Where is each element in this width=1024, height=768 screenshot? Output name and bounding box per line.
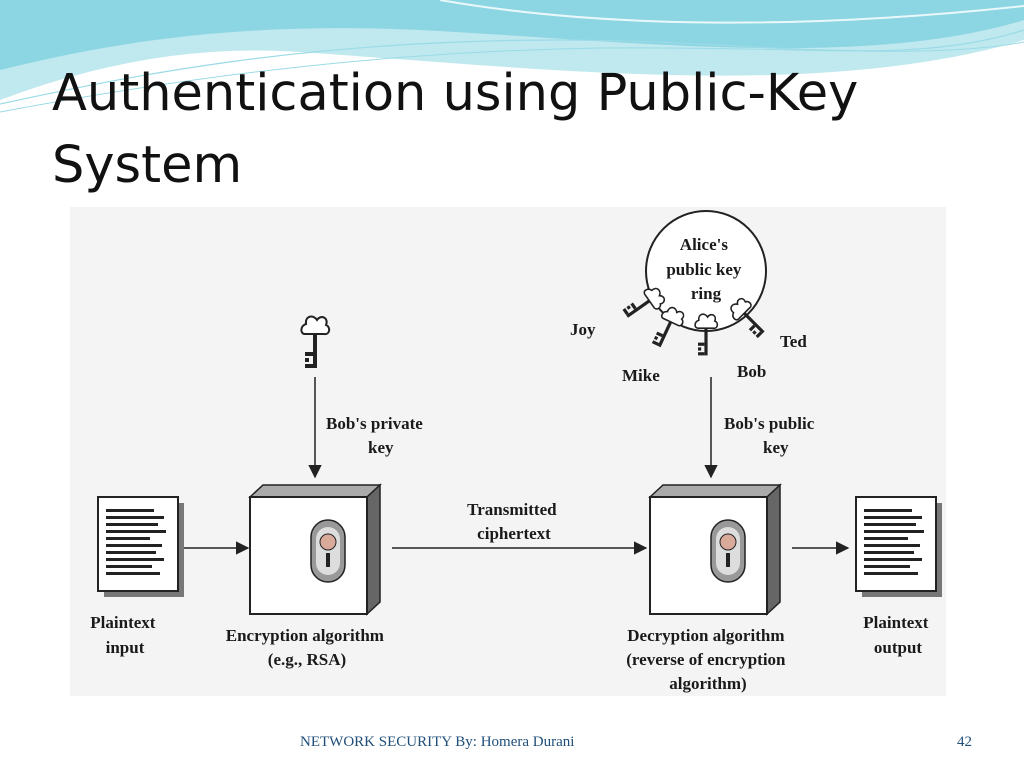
authentication-diagram: Alice's public key ring Joy Mike Bob Ted… (90, 210, 942, 693)
ring-key-ted-label: Ted (780, 332, 807, 351)
plaintext-output-label: Plaintext output (863, 613, 932, 657)
key-ring-label: Alice's public key ring (666, 235, 745, 303)
private-key-icon (300, 315, 331, 369)
encryption-box (248, 483, 382, 616)
mike-key-icon (648, 303, 688, 353)
ring-key-mike-label: Mike (622, 366, 660, 385)
slide-title: Authentication using Public-Key System (52, 58, 992, 202)
ring-key-bob-label: Bob (737, 362, 766, 381)
encryption-label: Encryption algorithm (e.g., RSA) (226, 626, 388, 669)
decryption-lock-icon (710, 519, 746, 583)
encryption-lock-icon (310, 519, 346, 583)
decryption-box (648, 483, 782, 616)
decryption-label: Decryption algorithm (reverse of encrypt… (626, 626, 790, 693)
private-key-label: Bob's private key (326, 414, 427, 457)
ring-key-joy-label: Joy (570, 320, 596, 339)
plaintext-output-document-icon (855, 496, 942, 597)
page-number: 42 (957, 734, 972, 750)
public-key-label: Bob's public key (724, 414, 819, 457)
bob-ring-key-icon (694, 313, 719, 357)
diagram-panel: Alice's public key ring Joy Mike Bob Ted… (70, 207, 946, 696)
title-line-2: System (52, 136, 243, 195)
slide-footer: NETWORK SECURITY By: Homera Durani (300, 734, 575, 750)
ciphertext-label: Transmitted ciphertext (467, 500, 561, 543)
header-wave-decoration (0, 0, 1024, 113)
plaintext-input-label: Plaintext input (90, 613, 159, 657)
plaintext-input-document-icon (97, 496, 184, 597)
title-line-1: Authentication using Public-Key (52, 64, 859, 123)
